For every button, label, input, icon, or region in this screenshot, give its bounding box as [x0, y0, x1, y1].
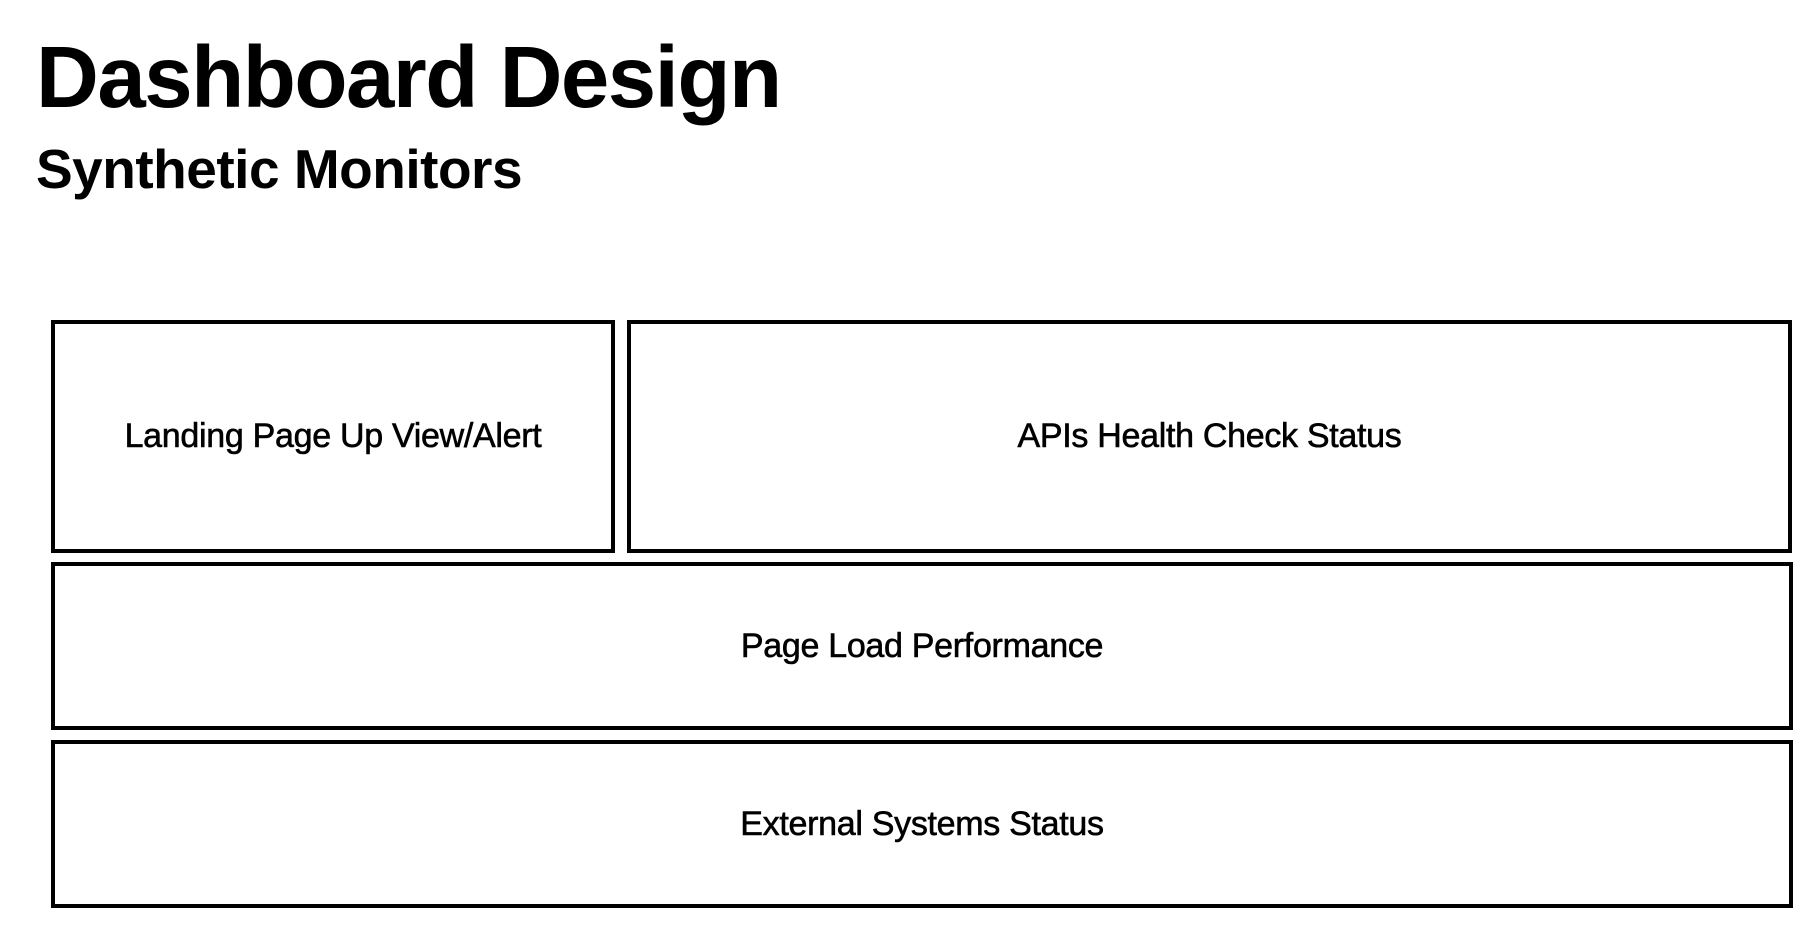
panel-label: External Systems Status [740, 804, 1104, 843]
external-systems-status-panel: External Systems Status [51, 740, 1793, 908]
panel-label: Landing Page Up View/Alert [124, 417, 542, 456]
page-subtitle: Synthetic Monitors [36, 138, 523, 200]
page-load-performance-panel: Page Load Performance [51, 562, 1793, 730]
page-title: Dashboard Design [36, 29, 782, 126]
landing-page-panel: Landing Page Up View/Alert [51, 320, 615, 553]
apis-health-check-panel: APIs Health Check Status [627, 320, 1792, 553]
panel-label: APIs Health Check Status [1017, 417, 1402, 456]
panel-label: Page Load Performance [740, 626, 1104, 665]
